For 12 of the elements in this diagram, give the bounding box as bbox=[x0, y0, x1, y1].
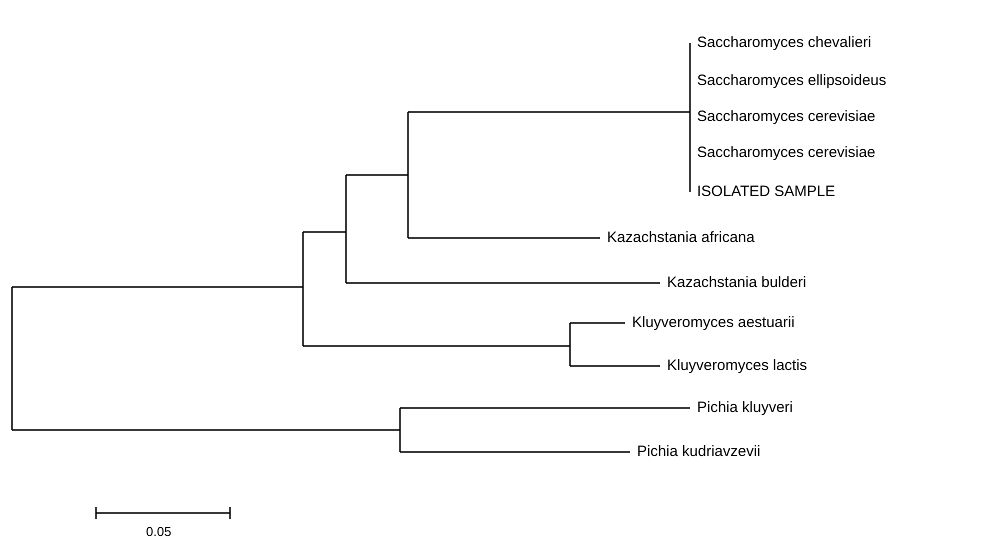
taxon-label: ISOLATED SAMPLE bbox=[697, 183, 836, 201]
taxon-label: Kluyveromyces lactis bbox=[667, 357, 808, 375]
taxon-label: Saccharomyces cerevisiae bbox=[697, 108, 876, 126]
taxon-label: Kluyveromyces aestuarii bbox=[632, 314, 795, 332]
taxon-label: Pichia kluyveri bbox=[697, 399, 793, 417]
taxon-label: Saccharomyces chevalieri bbox=[697, 34, 872, 52]
taxon-label: Pichia kudriavzevii bbox=[637, 443, 760, 461]
taxon-label: Kazachstania bulderi bbox=[667, 274, 806, 292]
taxon-label: Saccharomyces cerevisiae bbox=[697, 144, 876, 162]
taxon-label: Saccharomyces ellipsoideus bbox=[697, 72, 886, 90]
scale-label: 0.05 bbox=[146, 523, 172, 540]
taxon-label: Kazachstania africana bbox=[607, 229, 755, 247]
